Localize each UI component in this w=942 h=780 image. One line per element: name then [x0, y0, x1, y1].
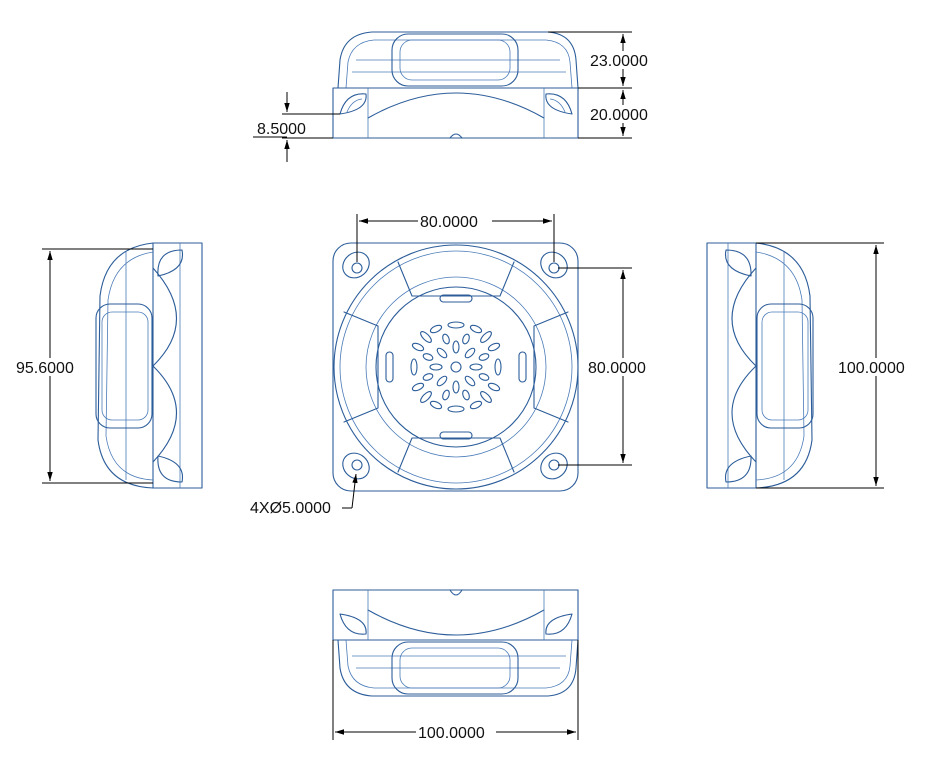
- dim-20: 20.0000: [590, 107, 648, 124]
- speaker-grille: [410, 321, 502, 413]
- dimension-labels: 23.0000 20.0000 8.5000 80.0000 80.0000 9…: [14, 51, 916, 742]
- dim-95-6: 95.6000: [16, 360, 74, 377]
- mounting-holes: [342, 251, 568, 480]
- top-view: [332, 31, 579, 139]
- bottom-view: [332, 589, 579, 697]
- dim-80-vertical: 80.0000: [588, 360, 646, 377]
- dim-100-right: 100.0000: [838, 360, 905, 377]
- dim-8-5: 8.5000: [257, 121, 306, 138]
- right-view: [706, 242, 814, 489]
- holes-callout: 4XØ5.0000: [250, 500, 331, 517]
- front-view: [332, 242, 579, 492]
- dim-100-bottom: 100.0000: [418, 725, 485, 742]
- dim-23: 23.0000: [590, 53, 648, 70]
- dim-80-horizontal: 80.0000: [420, 214, 478, 231]
- left-view: [95, 242, 203, 489]
